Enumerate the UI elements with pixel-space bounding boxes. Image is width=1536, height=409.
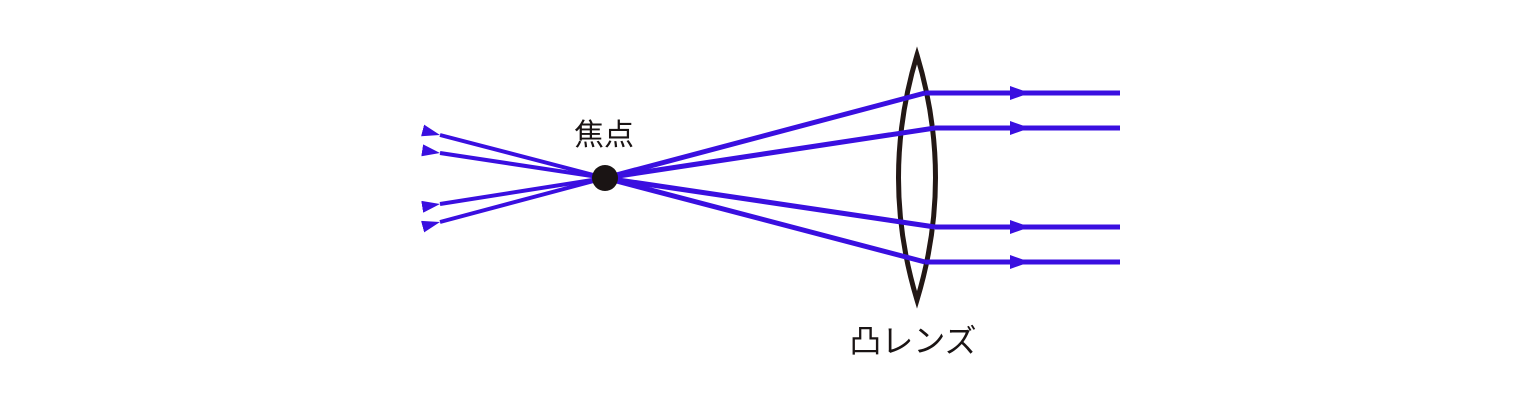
lens-label: 凸レンズ <box>849 322 976 360</box>
light-ray-1 <box>421 86 1120 233</box>
light-ray-3 <box>421 144 1120 234</box>
refracted-ray-4 <box>604 175 926 265</box>
diverging-ray-3 <box>421 144 606 180</box>
refracted-ray-2 <box>604 125 936 181</box>
focal-point-label: 焦点 <box>574 118 634 153</box>
diverging-ray-1 <box>421 176 606 233</box>
diverging-ray-4 <box>421 124 606 180</box>
refracted-ray-3 <box>604 175 936 230</box>
focal-point-dot <box>592 165 618 191</box>
light-ray-2 <box>421 121 1120 213</box>
diverging-ray-2 <box>421 176 606 213</box>
refracted-ray-1 <box>604 90 926 181</box>
light-ray-4 <box>421 124 1120 269</box>
